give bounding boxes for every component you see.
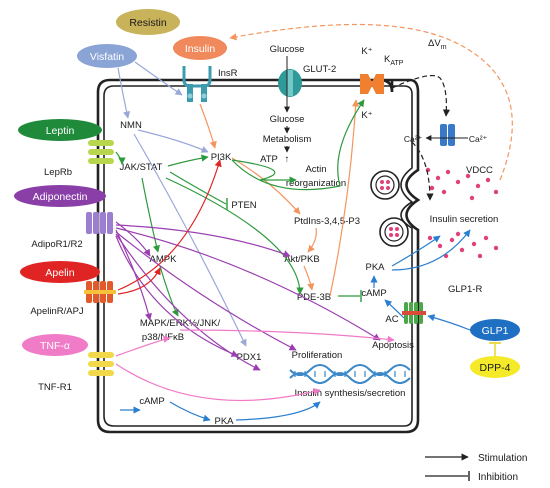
delta-vm-label: ΔVm: [428, 38, 447, 51]
glucose-outside-label: Glucose: [270, 44, 305, 55]
mapk-label-line2: p38/NFκB: [142, 332, 184, 343]
released-insulin-dots: [425, 167, 499, 259]
k-plus-bottom-label: K⁺: [361, 110, 372, 121]
glp1-ligand: GLP1: [470, 319, 520, 341]
apelin-signal-paths: [117, 159, 222, 295]
visfatin-ligand: Visfatin: [77, 44, 137, 68]
legend-inhibition-label: Inhibition: [478, 472, 518, 483]
resistin-ligand: Resistin: [116, 9, 180, 35]
akt-label: Akt/PKB: [284, 254, 319, 265]
leprb-label: LepRb: [44, 167, 72, 178]
leprb-receptor-icon: [88, 140, 114, 164]
dpp4-label: DPP-4: [480, 362, 511, 374]
mapk-label-line1: MAPK/ERK½/JNK/: [140, 318, 221, 329]
insulin-secretion-label: Insulin secretion: [430, 214, 499, 225]
insr-label: InsR: [218, 68, 238, 79]
apoptosis-label: Apoptosis: [372, 340, 414, 351]
actin-label-line1: Actin: [305, 164, 326, 175]
secretory-granule-1: [370, 170, 400, 200]
apelin-ligand: Apelin: [20, 261, 100, 283]
adiponectin-ligand: Adiponectin: [14, 185, 106, 207]
vdcc-channel-icon: [440, 124, 455, 146]
leptin-signal-paths: [115, 99, 365, 317]
insulin-label: Insulin: [185, 43, 216, 55]
pi3k-label: PI3K: [211, 152, 232, 163]
leptin-ligand: Leptin: [18, 119, 102, 141]
adipor-label: AdipoR1/R2: [31, 239, 82, 250]
tnfr1-receptor-icon: [88, 352, 114, 376]
katp-label: KATP: [384, 54, 404, 67]
pdx1-label: PDX1: [237, 352, 262, 363]
apj-receptor-icon: [84, 281, 116, 303]
proliferation-label: Proliferation: [292, 350, 343, 361]
atp-label: ATP: [260, 154, 278, 165]
camp-right-label: cAMP: [361, 288, 386, 299]
tnf-signal-paths: [115, 329, 395, 402]
adiponectin-label: Adiponectin: [33, 191, 88, 203]
glucose-inside-label: Glucose: [270, 114, 305, 125]
k-plus-top-label: K⁺: [361, 46, 372, 57]
insulin-signal-paths: [199, 99, 360, 297]
leptin-label: Leptin: [46, 125, 75, 137]
legend: Stimulation Inhibition: [425, 453, 527, 483]
insulin-ligand: Insulin: [173, 36, 227, 60]
resistin-label: Resistin: [129, 17, 167, 29]
nmn-label: NMN: [120, 120, 142, 131]
ampk-label: AMPK: [150, 254, 178, 265]
actin-label-line2: reorganization: [286, 178, 346, 189]
katp-channel-icon: [360, 74, 384, 94]
glp1r-receptor-icon: [402, 302, 426, 324]
tnfr1-label: TNF-R1: [38, 382, 72, 393]
atp-increase-label: ↑: [285, 154, 290, 165]
glut2-transporter-icon: [278, 69, 302, 97]
vdcc-label: VDCC: [466, 165, 493, 176]
pka-right-label: PKA: [365, 262, 385, 273]
apj-label: ApelinR/APJ: [30, 306, 84, 317]
glut2-label: GLUT-2: [303, 64, 336, 75]
glp1-signal-paths: [120, 229, 471, 422]
visfatin-label: Visfatin: [90, 51, 124, 63]
pde3b-label: PDE-3B: [297, 292, 331, 303]
calcium-inside-label: Ca²⁺: [404, 134, 422, 144]
visfatin-signal-paths: [117, 61, 247, 347]
dna-helix-icon: [289, 364, 411, 384]
camp-bottom-label: cAMP: [139, 396, 164, 407]
dpp4-ligand: DPP-4: [470, 356, 520, 378]
adiponectin-signal-paths: [115, 221, 381, 371]
metabolism-label: Metabolism: [263, 134, 312, 145]
jak-stat-label: JAK/STAT: [120, 162, 163, 173]
pka-bottom-label: PKA: [214, 416, 234, 427]
legend-stimulation-label: Stimulation: [478, 453, 527, 464]
insr-receptor-icon: [182, 66, 212, 102]
calcium-outside-label: Ca²⁺: [469, 134, 487, 144]
tnf-ligand: TNF-α: [22, 334, 88, 356]
katp-dashed-paths: [391, 75, 451, 201]
adipor-receptor-icon: [86, 212, 113, 234]
insulin-synthesis-label: Insulin synthesis/secretion: [295, 388, 406, 399]
pten-label: PTEN: [231, 200, 256, 211]
glp1r-label: GLP1-R: [448, 284, 482, 295]
ac-label: AC: [385, 314, 398, 325]
tnf-label: TNF-α: [40, 340, 70, 352]
ptdins-label: PtdIns-3,4,5-P3: [294, 216, 360, 227]
secretory-granule-2: [379, 217, 409, 247]
insulin-feedback-dashed-arrow: [229, 23, 513, 181]
glp1-label: GLP1: [482, 325, 509, 337]
apelin-label: Apelin: [45, 267, 74, 279]
